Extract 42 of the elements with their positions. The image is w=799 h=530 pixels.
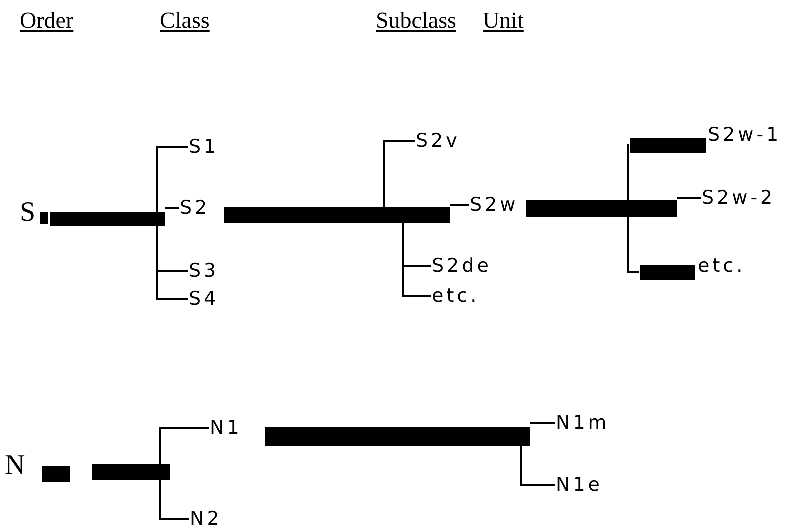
branch-line xyxy=(520,446,555,486)
taxon-label: N2 xyxy=(190,510,222,529)
taxon-label: S2w-2 xyxy=(702,189,776,208)
rank-bar xyxy=(265,427,530,446)
rank-bar xyxy=(640,265,695,280)
branch-line xyxy=(402,223,431,298)
branch-line xyxy=(627,217,639,274)
taxon-label: S2de xyxy=(432,257,492,276)
taxon-label: N1e xyxy=(556,476,603,495)
taxon-label: S3 xyxy=(189,262,220,281)
column-heading: Subclass xyxy=(376,8,456,34)
taxon-label: N xyxy=(5,452,26,480)
branch-line xyxy=(159,480,189,520)
taxon-label: S2w xyxy=(470,196,519,215)
taxon-label: N1 xyxy=(210,419,242,438)
column-heading: Class xyxy=(160,8,210,34)
taxon-label: N1m xyxy=(556,414,610,433)
taxon-label: etc. xyxy=(698,257,746,276)
branch-line xyxy=(383,140,415,207)
rank-bar xyxy=(42,466,70,482)
rank-bar xyxy=(40,212,48,224)
branch-line xyxy=(165,208,179,210)
rank-bar xyxy=(224,207,450,223)
taxon-label: S2v xyxy=(416,132,460,151)
branch-line xyxy=(530,422,555,424)
taxon-label: S xyxy=(20,199,36,227)
taxon-label: S2w-1 xyxy=(708,126,782,145)
taxon-label: etc. xyxy=(432,287,480,306)
rank-bar xyxy=(50,212,165,226)
branch-line xyxy=(677,198,701,200)
rank-bar xyxy=(92,464,170,480)
branch-line xyxy=(450,204,469,206)
taxon-label: S2 xyxy=(180,199,210,218)
rank-bar xyxy=(630,138,706,153)
taxon-label: S1 xyxy=(189,138,220,157)
rank-bar xyxy=(526,200,677,217)
branch-line xyxy=(156,146,188,212)
branch-line xyxy=(627,144,630,200)
taxon-label: S4 xyxy=(189,290,220,309)
column-heading: Order xyxy=(20,8,74,34)
column-heading: Unit xyxy=(483,8,524,34)
branch-line xyxy=(159,428,209,464)
